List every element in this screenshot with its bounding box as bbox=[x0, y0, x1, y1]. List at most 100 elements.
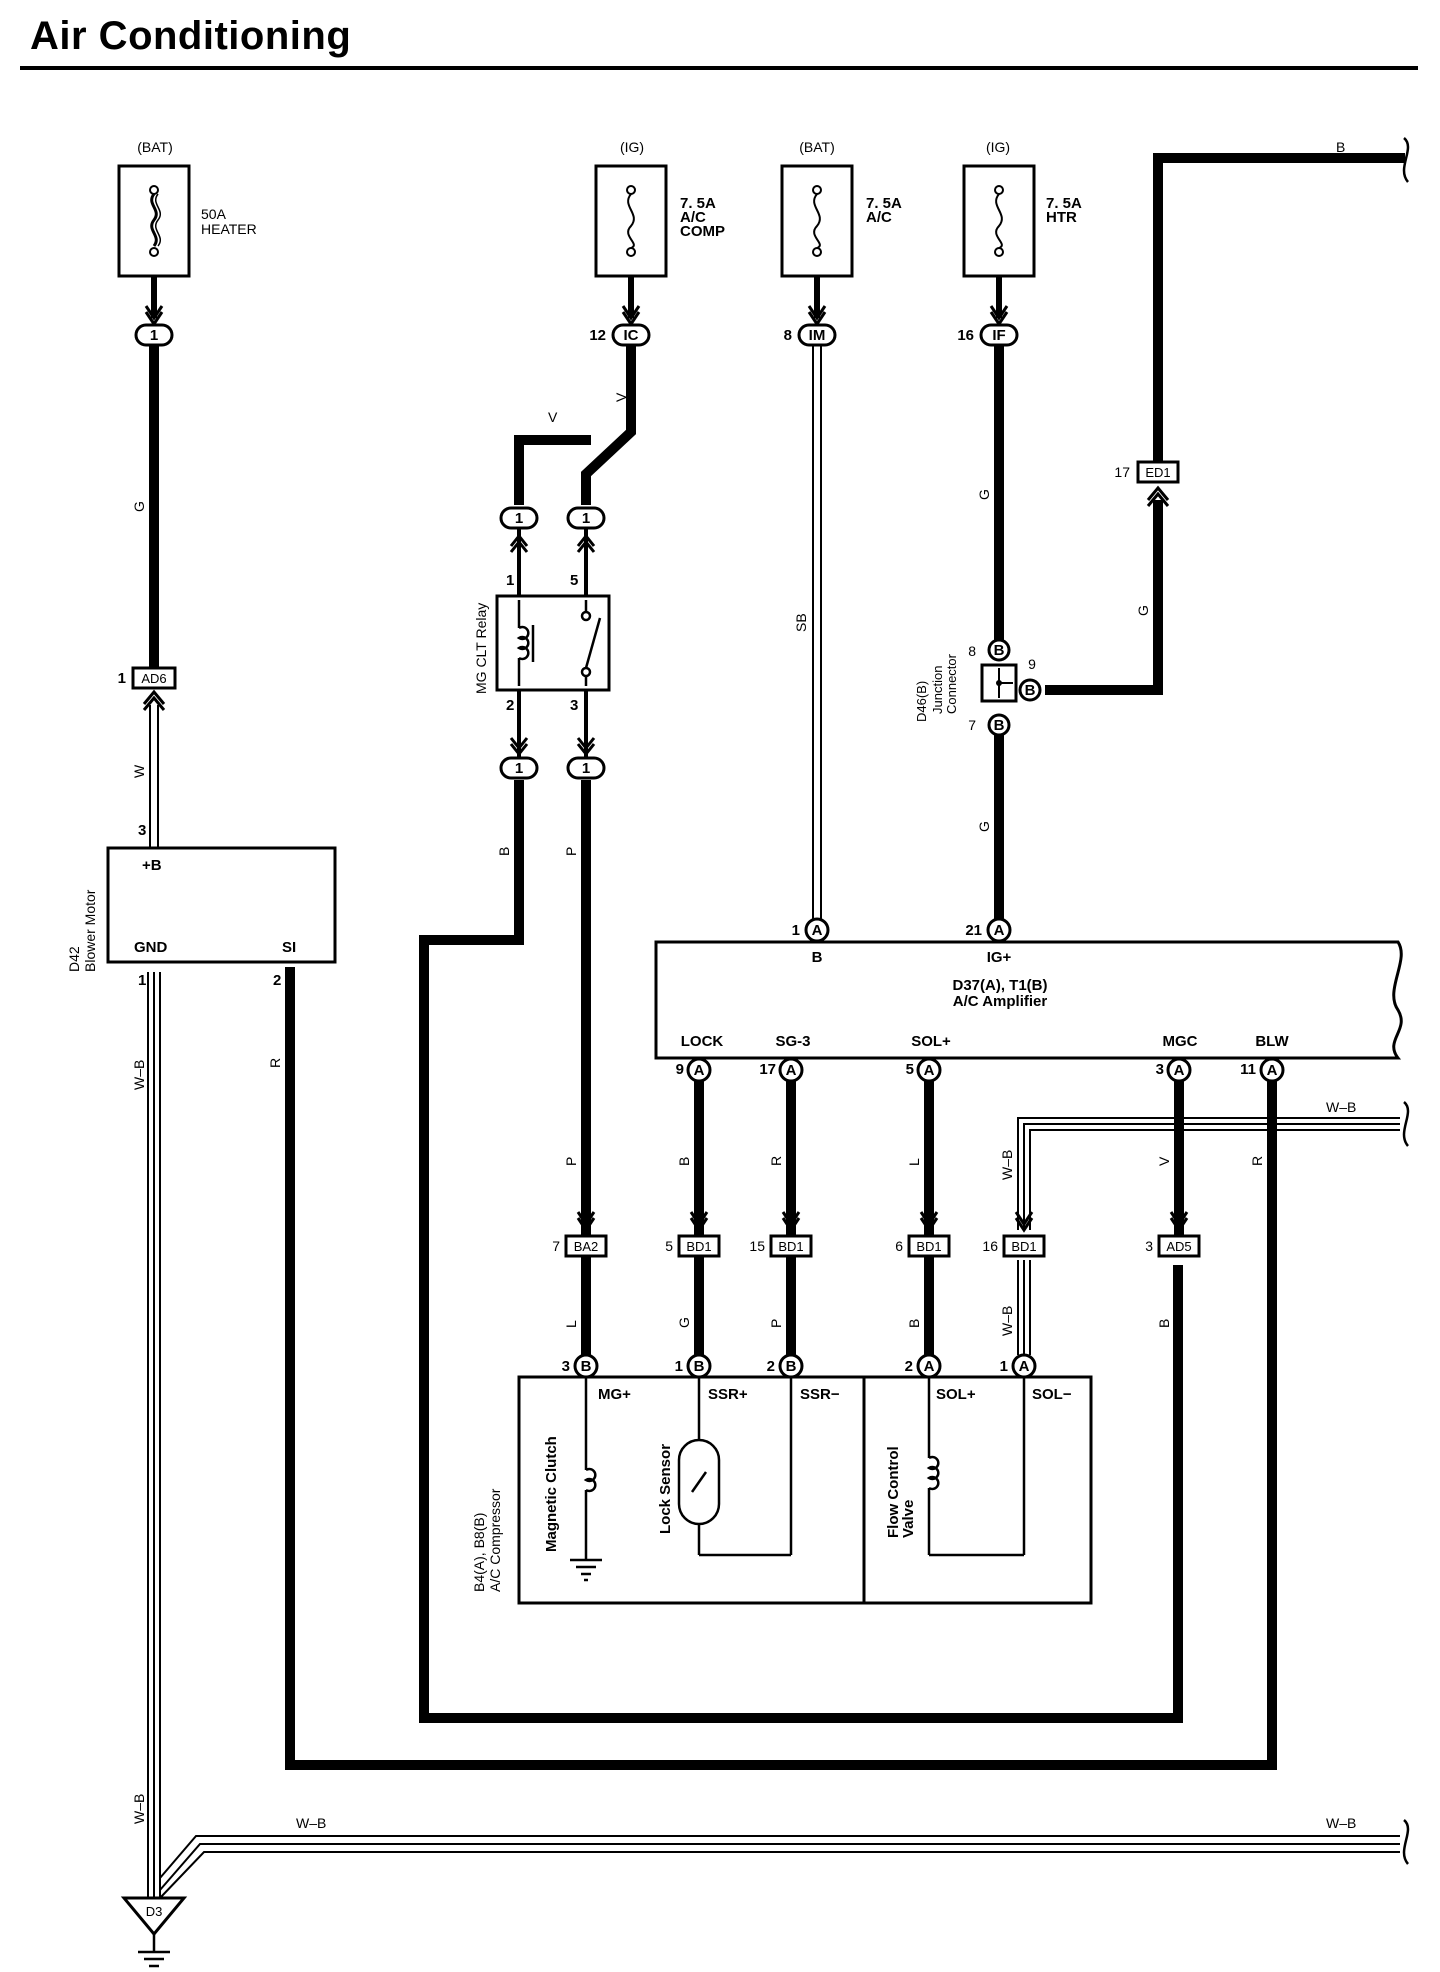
amp-label-sol: SOL+ bbox=[911, 1033, 951, 1050]
flow-control-label1: Flow Control bbox=[885, 1446, 902, 1538]
connector-im: 8 IM bbox=[784, 323, 837, 347]
connector-bd1-6-code: BD1 bbox=[916, 1239, 941, 1254]
comp-terminal-ssr-plus: 1 B SSR+ bbox=[675, 1353, 748, 1403]
blower-si: SI bbox=[282, 939, 296, 956]
connector-ed1: 17 ED1 bbox=[1114, 460, 1180, 507]
wire-heavy-set bbox=[149, 153, 1405, 1770]
amp-letter-blw: A bbox=[1267, 1062, 1278, 1079]
relay-mg-clt: 1 5 2 3 MG CLT Relay bbox=[473, 572, 611, 714]
junction-name1: Junction bbox=[930, 666, 945, 714]
connector-ic-pin: 12 bbox=[589, 327, 606, 344]
connector-bd1-15: 15 BD1 bbox=[749, 1234, 813, 1258]
wire-label-r-blw: R bbox=[1249, 1156, 1265, 1166]
connector-ad5-pin: 3 bbox=[1145, 1238, 1153, 1254]
wire-label-wb-right: W–B bbox=[1326, 1099, 1356, 1115]
amp-top-terminal-ig: 21 A IG+ bbox=[965, 917, 1012, 966]
fuse-heater: (BAT) 50A HEATER bbox=[117, 139, 257, 278]
fuse-heater-name: HEATER bbox=[201, 221, 257, 237]
connector-ad6-pin: 1 bbox=[118, 670, 126, 687]
fuse-output-arrows bbox=[144, 305, 1009, 327]
amp-terminal-sg3: SG-3 17 A bbox=[759, 1033, 811, 1083]
fuse-htr: (IG) 7. 5A HTR bbox=[962, 139, 1082, 278]
blower-pin2: 2 bbox=[273, 972, 281, 989]
wire-label-p-ba2: P bbox=[563, 1157, 579, 1166]
junction-letter-right: B bbox=[1025, 682, 1036, 699]
wire-label-v-ic: V bbox=[613, 392, 629, 402]
junction-name2: Connector bbox=[944, 653, 959, 714]
comp-pin-mg: 3 bbox=[562, 1358, 570, 1375]
ground-icon bbox=[138, 1934, 170, 1968]
fuse-ac-comp-name1: A/C bbox=[680, 209, 706, 226]
relay-coil-icon bbox=[516, 600, 535, 686]
connector-relay-bottom-left: 1 bbox=[499, 690, 539, 780]
comp-terminal-sol-minus: 1 A SOL− bbox=[1000, 1353, 1072, 1403]
connector-ad6: 1 AD6 bbox=[118, 666, 177, 711]
ac-amplifier: D37(A), T1(B) A/C Amplifier 1 A B 21 A I… bbox=[654, 917, 1403, 1083]
wire-break-marks bbox=[1402, 137, 1410, 1865]
magnetic-clutch-icon bbox=[570, 1377, 602, 1582]
fuse-heater-source: (BAT) bbox=[137, 139, 173, 155]
connector-ad6-code: AD6 bbox=[141, 671, 166, 686]
fuse-ac-comp-symbol bbox=[626, 185, 636, 257]
comp-pin-sol-minus: 1 bbox=[1000, 1358, 1008, 1375]
fuse-ac-rating: 7. 5A bbox=[866, 195, 902, 212]
junction-pin7: 7 bbox=[968, 717, 976, 733]
amp-label-mgc: MGC bbox=[1163, 1033, 1198, 1050]
wire-label-b-sol: B bbox=[906, 1319, 922, 1328]
wire-label-l-mg: L bbox=[563, 1320, 579, 1328]
comp-letter-ssr-plus: B bbox=[694, 1358, 705, 1375]
amp-letter-sol: A bbox=[924, 1062, 935, 1079]
wire-label-b-ad5: B bbox=[1156, 1319, 1172, 1328]
wire-label-v-relay-top: V bbox=[548, 409, 558, 425]
connector-bd1-5: 5 BD1 bbox=[665, 1234, 721, 1258]
amp-pin-sol: 5 bbox=[906, 1061, 914, 1078]
fuse-ac-comp-source: (IG) bbox=[620, 139, 644, 155]
junction-pin8: 8 bbox=[968, 643, 976, 659]
wire-label-p-ssr: P bbox=[768, 1319, 784, 1328]
wire-label-g-ed1: G bbox=[1135, 605, 1151, 616]
wire-label-g-heater: G bbox=[131, 501, 147, 512]
amp-letter-mgc: A bbox=[1174, 1062, 1185, 1079]
fuse-ac-name: A/C bbox=[866, 209, 892, 226]
connector-im-code: IM bbox=[809, 327, 826, 344]
connector-ad5: 3 AD5 bbox=[1145, 1234, 1201, 1258]
wire-label-g-if: G bbox=[976, 489, 992, 500]
connector-c1-heater: 1 bbox=[134, 323, 174, 347]
blower-plus-b: +B bbox=[142, 857, 162, 874]
connector-relay-top-right: 1 bbox=[566, 506, 606, 600]
junction-connector: D46(B) Junction Connector B B B 8 9 7 bbox=[914, 638, 1042, 737]
fuse-ac-comp-rating: 7. 5A bbox=[680, 195, 716, 212]
flow-control-label2: Valve bbox=[900, 1500, 917, 1538]
amp-pin-mgc: 3 bbox=[1156, 1061, 1164, 1078]
wire-label-g-ssr: G bbox=[676, 1317, 692, 1328]
junction-letter-bottom: B bbox=[994, 717, 1005, 734]
compressor-code: B4(A), B8(B) bbox=[471, 1513, 487, 1592]
relay-pin5: 5 bbox=[570, 572, 578, 589]
amp-name: A/C Amplifier bbox=[953, 993, 1048, 1010]
amp-terminal-lock: LOCK 9 A bbox=[676, 1033, 723, 1083]
connector-bd1-16-code: BD1 bbox=[1011, 1239, 1036, 1254]
connector-ed1-code: ED1 bbox=[1145, 465, 1170, 480]
junction-pin9: 9 bbox=[1028, 656, 1036, 672]
comp-label-mg: MG+ bbox=[598, 1386, 631, 1403]
blower-pin1: 1 bbox=[138, 972, 146, 989]
flow-control-valve-icon bbox=[926, 1377, 1026, 1557]
relay-pin1: 1 bbox=[506, 572, 514, 589]
relay-pin3: 3 bbox=[570, 697, 578, 714]
comp-terminal-mg: 3 B MG+ bbox=[562, 1353, 631, 1403]
junction-letter-top: B bbox=[994, 642, 1005, 659]
fuse-htr-symbol bbox=[994, 185, 1004, 257]
amp-top-label-ig: IG+ bbox=[987, 949, 1012, 966]
amp-top-pin-ig: 21 bbox=[965, 922, 982, 939]
relay-pin2: 2 bbox=[506, 697, 514, 714]
fuse-output-stubs bbox=[151, 276, 1002, 318]
comp-pin-ssr-plus: 1 bbox=[675, 1358, 683, 1375]
amp-top-terminal-b: 1 A B bbox=[792, 917, 830, 966]
connector-bd1-5-pin: 5 bbox=[665, 1238, 673, 1254]
wire-double-set bbox=[147, 705, 1400, 1899]
fuse-htr-name: HTR bbox=[1046, 209, 1077, 226]
wire-label-l-sol: L bbox=[906, 1158, 922, 1166]
connector-bd1-6: 6 BD1 bbox=[895, 1234, 951, 1258]
fuse-ac: (BAT) 7. 5A A/C bbox=[780, 139, 902, 278]
blower-motor: 3 +B GND SI 1 2 D42 Blower Motor bbox=[66, 822, 337, 989]
